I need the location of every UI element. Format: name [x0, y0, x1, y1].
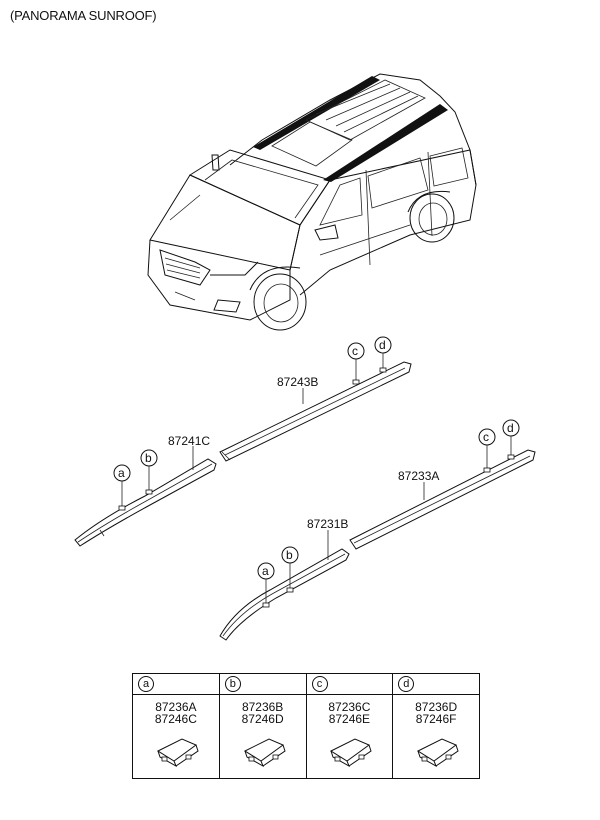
clip-icon: [330, 738, 372, 768]
clip-legend-table: a 87236A 87246C b 87236B 87246D: [132, 673, 480, 779]
callout-a-lower: a: [257, 562, 275, 608]
svg-text:d: d: [379, 338, 386, 352]
legend-code: 87236D: [415, 700, 458, 714]
svg-text:b: b: [286, 548, 293, 562]
svg-text:a: a: [118, 466, 125, 480]
part-87241C[interactable]: [74, 458, 217, 547]
label-87241C: 87241C: [168, 434, 210, 448]
vehicle-illustration: [147, 73, 477, 331]
legend-code: 87246F: [415, 712, 457, 726]
legend-key-b: b: [224, 676, 241, 692]
legend-cell-a[interactable]: a 87236A 87246C: [132, 673, 220, 779]
part-87243B[interactable]: [219, 361, 412, 462]
part-87233A[interactable]: [349, 449, 536, 550]
front-wheel: [253, 273, 307, 331]
front-grille: [159, 249, 211, 286]
legend-code: 87246C: [154, 712, 197, 726]
clip-icon: [417, 738, 459, 768]
label-87243B: 87243B: [277, 375, 318, 389]
legend-code: 87236B: [241, 700, 284, 714]
sunroof-front-panel: [271, 121, 353, 167]
callout-c-lower: c: [478, 428, 496, 473]
legend-key-c: c: [311, 676, 328, 692]
legend-code: 87246E: [328, 712, 371, 726]
legend-key-a: a: [138, 676, 154, 692]
svg-text:b: b: [145, 451, 152, 465]
legend-cell-d[interactable]: d 87236D 87246F: [392, 673, 480, 779]
diagram-title: (PANORAMA SUNROOF): [10, 8, 157, 23]
legend-code: 87236A: [155, 700, 197, 714]
callout-c-upper: c: [347, 342, 365, 385]
callout-d-upper: d: [374, 336, 392, 373]
callout-b-upper: b: [140, 449, 158, 495]
clip-icon: [156, 738, 199, 768]
legend-code: 87246D: [241, 712, 284, 726]
legend-cell-c[interactable]: c 87236C 87246E: [305, 673, 394, 779]
label-87231B: 87231B: [307, 517, 348, 531]
sunroof-rear-panel: [305, 79, 426, 141]
rear-wheel: [409, 193, 455, 243]
svg-text:c: c: [483, 430, 489, 444]
callout-b-lower: b: [281, 546, 299, 593]
legend-code: 87236C: [328, 700, 371, 714]
label-87233A: 87233A: [398, 469, 439, 483]
svg-text:d: d: [507, 421, 514, 435]
callout-a-upper: a: [113, 464, 131, 511]
roof-rail-right-black: [323, 104, 448, 182]
part-87231B[interactable]: [219, 548, 350, 641]
svg-text:a: a: [262, 564, 269, 578]
legend-key-d: d: [398, 676, 415, 692]
clip-icon: [243, 738, 286, 768]
callout-d-lower: d: [502, 419, 520, 460]
svg-text:c: c: [352, 344, 358, 358]
roof-rail-left-black: [253, 76, 380, 150]
legend-cell-b[interactable]: b 87236B 87246D: [218, 673, 307, 779]
